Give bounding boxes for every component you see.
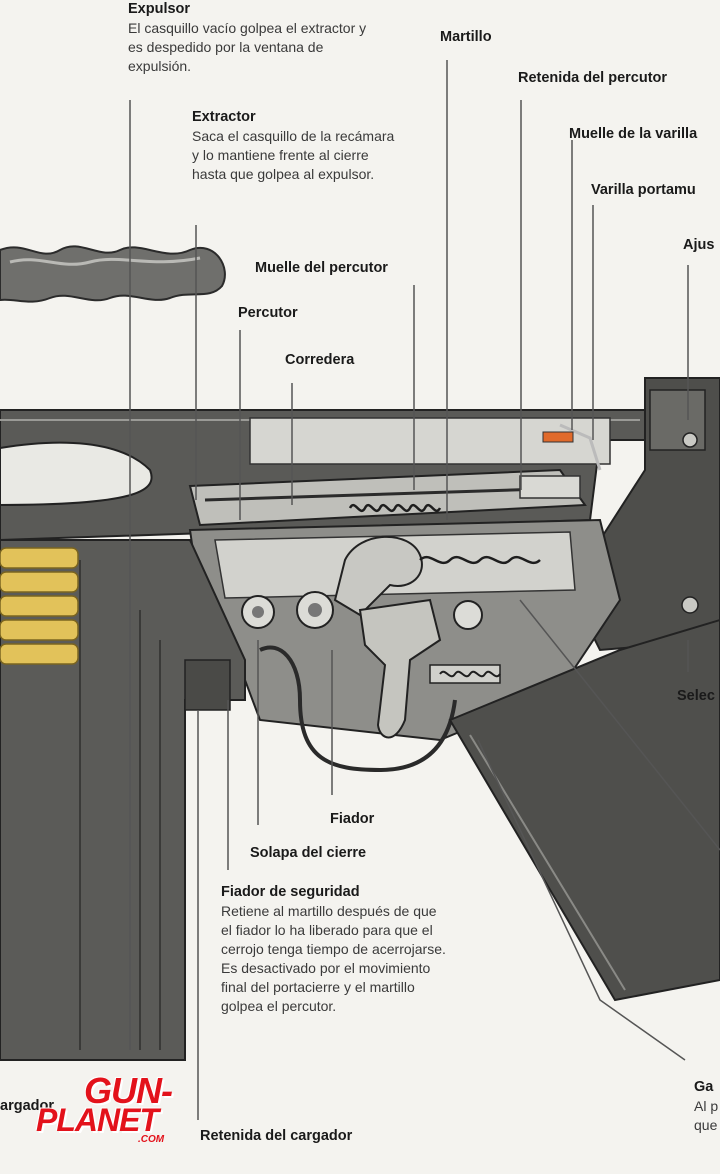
logo-line2: PLANET	[36, 1102, 159, 1138]
label-muelle-varilla: Muelle de la varilla	[569, 126, 698, 142]
label-expulsor-title: Expulsor	[128, 1, 191, 17]
label-solapa-cierre: Solapa del cierre	[250, 845, 367, 861]
label-ajuste: Ajus	[683, 237, 715, 253]
label-fiador: Fiador	[330, 811, 375, 827]
label-extractor-title: Extractor	[192, 109, 256, 125]
logo-line1: GUN-	[84, 1070, 173, 1111]
label-extractor-text: Saca el casquillo de la recámara y lo ma…	[192, 128, 395, 182]
label-martillo: Martillo	[440, 29, 492, 45]
label-fiador-seguridad-title: Fiador de seguridad	[221, 884, 360, 900]
label-gatillo-title: Ga	[694, 1079, 714, 1095]
label-percutor: Percutor	[238, 305, 298, 321]
label-gatillo-text: Al p que	[694, 1098, 719, 1133]
label-varilla-portamuelle: Varilla portamu	[591, 182, 696, 198]
label-fiador-seguridad-text: Retiene al martillo después de que el fi…	[221, 903, 446, 1014]
label-corredera: Corredera	[285, 352, 355, 368]
logo-line3: .COM	[138, 1134, 165, 1145]
label-cargador: argador	[0, 1098, 54, 1114]
label-gatillo: Ga Al p que	[694, 1078, 720, 1135]
label-selector: Selec	[677, 688, 715, 704]
label-extractor: Extractor Saca el casquillo de la recáma…	[192, 108, 397, 184]
gun-planet-logo: GUN- PLANET .COM	[28, 1068, 188, 1150]
label-retenida-cargador: Retenida del cargador	[200, 1128, 353, 1144]
label-retenida-percutor: Retenida del percutor	[518, 70, 668, 86]
label-fiador-seguridad: Fiador de seguridad Retiene al martillo …	[221, 883, 449, 1016]
label-muelle-percutor: Muelle del percutor	[255, 260, 388, 276]
label-expulsor: Expulsor El casquillo vacío golpea el ex…	[128, 0, 373, 76]
label-expulsor-text: El casquillo vacío golpea el extractor y…	[128, 20, 367, 74]
